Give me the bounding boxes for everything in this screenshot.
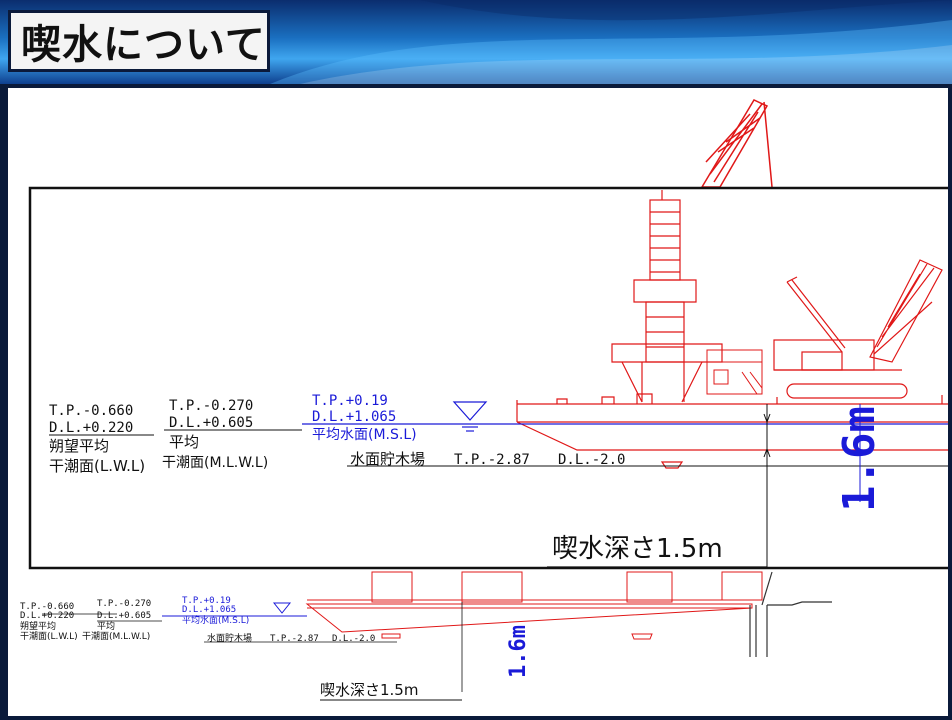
msl-dl: D.L.+1.065: [312, 409, 396, 425]
overview-lwl-name-1: 朔望平均: [20, 620, 56, 632]
water-level-symbol: [452, 401, 488, 432]
lwl-dl: D.L.+0.220: [49, 420, 133, 436]
mlwl-name-1: 平均: [169, 433, 199, 451]
draft-dimension-value: 1.6m: [834, 406, 885, 512]
overview-mlwl-name-1: 平均: [97, 620, 115, 632]
crawler-crane: [773, 259, 943, 399]
detail-frame: T.P.-0.660 D.L.+0.220 朔望平均 干潮面(L.W.L) T.…: [28, 186, 948, 570]
msl-tp: T.P.+0.19: [312, 393, 388, 409]
quay-wall: [749, 571, 832, 657]
title-box: 喫水について: [8, 10, 270, 72]
mlwl-tp: T.P.-0.270: [169, 398, 253, 414]
overview-mlwl-dl: D.L.+0.605: [97, 611, 151, 621]
overview-lwl-name-2: 干潮面(L.W.L): [20, 630, 78, 642]
overview-msl-name: 平均水面(M.S.L): [182, 614, 249, 626]
overview-drawing: T.P.-0.660 D.L.+0.220 朔望平均 干潮面(L.W.L) T.…: [20, 99, 832, 701]
content-area: T.P.-0.660 D.L.+0.220 朔望平均 干潮面(L.W.L) T.…: [6, 86, 950, 718]
lwl-name-2: 干潮面(L.W.L): [49, 457, 145, 475]
lwl-name-1: 朔望平均: [49, 437, 109, 455]
barge-hull: [516, 393, 948, 469]
overview-dimension: 1.6m: [506, 625, 531, 678]
mlwl-name-2: 干潮面(M.L.W.L): [162, 455, 268, 471]
deckhouse: [706, 349, 763, 395]
overview-crane: [700, 99, 773, 188]
pond-dl: D.L.-2.0: [558, 452, 625, 468]
draft-depth-label: 喫水深さ1.5m: [552, 534, 723, 564]
banner-wave: [270, 0, 952, 84]
pond-label: 水面貯木場: [350, 450, 425, 468]
overview-pond: 水面貯木場: [207, 632, 252, 644]
overview-mlwl-name-2: 干潮面(M.L.W.L): [82, 630, 150, 642]
overview-lwl-tp: T.P.-0.660: [20, 602, 74, 612]
lwl-tp: T.P.-0.660: [49, 403, 133, 419]
draft-dimension-lines: [763, 404, 861, 569]
overview-msl-dl: D.L.+1.065: [182, 605, 236, 615]
overview-lwl-dl: D.L.+0.220: [20, 611, 74, 621]
overview-pond-tp: T.P.-2.87: [270, 634, 319, 644]
pond-tp: T.P.-2.87: [454, 452, 530, 468]
page-title: 喫水について: [21, 21, 266, 68]
title-banner: 喫水について: [0, 0, 952, 84]
overview-vessel: [305, 571, 763, 640]
overview-pond-dl: D.L.-2.0: [332, 634, 375, 644]
overview-draft-label: 喫水深さ1.5m: [320, 681, 418, 699]
overview-mlwl-tp: T.P.-0.270: [97, 599, 151, 609]
overview-water-symbol: [272, 602, 292, 614]
mlwl-dl: D.L.+0.605: [169, 415, 253, 431]
overview-msl-tp: T.P.+0.19: [182, 596, 231, 606]
msl-name: 平均水面(M.S.L): [312, 427, 417, 443]
drawing-canvas: T.P.-0.660 D.L.+0.220 朔望平均 干潮面(L.W.L) T.…: [20, 99, 948, 701]
